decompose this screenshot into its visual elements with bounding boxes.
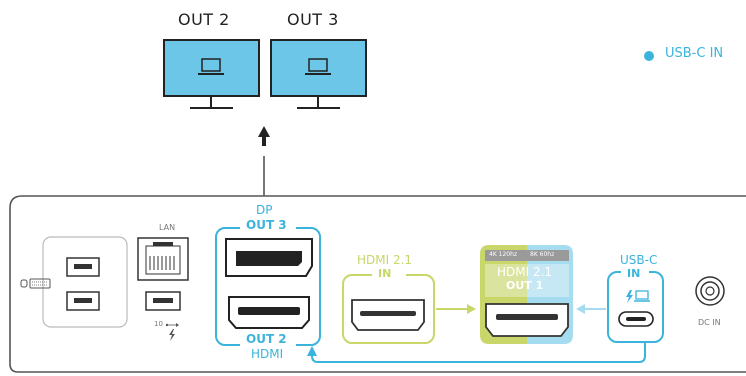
out3-label: OUT 3	[246, 218, 287, 232]
displayport-port	[225, 238, 313, 277]
hdmi-in-frame	[342, 274, 435, 344]
hdmi-in-title: HDMI 2.1	[357, 253, 413, 267]
hdmi-out1-badge	[485, 250, 569, 261]
usbc-port	[618, 311, 654, 327]
hdmi-in-sub: IN	[378, 267, 392, 280]
hdmi-in-port	[351, 299, 425, 331]
usb-a-port	[66, 257, 100, 277]
hdmi-out1-port	[485, 303, 569, 337]
usb-a-port	[66, 291, 100, 311]
device-body	[9, 195, 746, 373]
usb-a-block	[42, 236, 128, 328]
hdmi-out1-sub: OUT 1	[506, 279, 544, 292]
laptop-icon	[198, 58, 224, 75]
dc-in-label: DC IN	[698, 318, 721, 327]
monitor-label-out3: OUT 3	[287, 10, 339, 29]
legend-dot	[644, 51, 654, 61]
hdmi-out-port	[228, 296, 310, 329]
usbc-to-out2-line	[311, 342, 646, 363]
monitor-out2	[163, 39, 260, 109]
dp-label: DP	[256, 203, 273, 217]
lightning-icon	[169, 329, 175, 341]
hdmi-label: HDMI	[251, 347, 284, 361]
hdmi-out1-badge-right: 8K 60hz	[530, 251, 555, 258]
usb-icon	[165, 323, 179, 327]
up-arrow-icon	[258, 126, 270, 146]
monitor-out3	[270, 39, 367, 109]
lan-label: LAN	[159, 223, 176, 232]
laptop-charge-icon	[626, 290, 650, 303]
peripheral-icon	[20, 278, 51, 289]
lan-port	[137, 237, 189, 281]
usb-power-label: 10	[154, 320, 163, 328]
hdmi-out1-badge-left: 4K 120hz	[489, 251, 518, 258]
out2-label: OUT 2	[246, 332, 287, 346]
dc-in-port	[695, 276, 725, 306]
hdmi-out1-title: HDMI 2.1	[497, 265, 553, 279]
usbc-sub: IN	[627, 267, 641, 280]
monitor-label-out2: OUT 2	[178, 10, 230, 29]
laptop-icon	[305, 58, 331, 75]
legend-label: USB-C IN	[665, 46, 724, 61]
usbc-title: USB-C	[620, 253, 658, 267]
usb-a-charge-port	[145, 291, 181, 311]
usbc-frame	[607, 271, 664, 343]
